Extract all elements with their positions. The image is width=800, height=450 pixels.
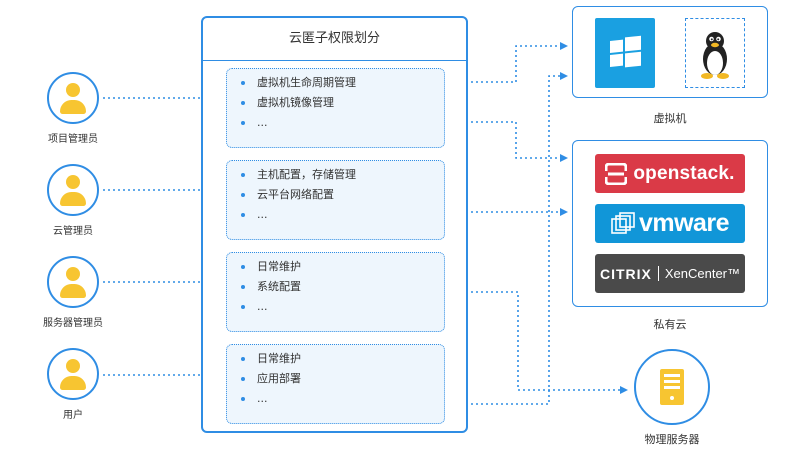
role-label: 项目管理员 (48, 134, 98, 145)
openstack-logo: openstack. (595, 154, 745, 193)
arrow-head (560, 72, 568, 80)
permission-group-vm: 虚拟机生命周期管理 虚拟机镜像管理 ... (226, 68, 445, 148)
vm-label: 虚拟机 (653, 112, 687, 125)
list-item: 日常维护 (239, 349, 444, 369)
vmware-wordmark: vmware (638, 209, 730, 237)
list-item: 系统配置 (239, 277, 444, 297)
openstack-icon (605, 162, 628, 185)
linux-icon (685, 18, 745, 88)
arrow-head (560, 208, 568, 216)
permission-group-cloud: 主机配置，存储管理 云平台网络配置 ... (226, 160, 445, 240)
arrow-head (560, 154, 568, 162)
citrix-xencenter-logo: CITRIX XenCenter™ (595, 254, 745, 293)
role-cloud-admin: 云管理员 (28, 164, 118, 237)
list-item: ... (239, 205, 444, 225)
role-project-admin: 项目管理员 (28, 72, 118, 145)
panel-title: 云匿子权限划分 (203, 18, 466, 61)
list-item: 虚拟机生命周期管理 (239, 73, 444, 93)
vmware-icon (611, 211, 635, 234)
role-server-admin: 服务器管理员 (28, 256, 118, 329)
role-label: 用户 (63, 410, 83, 421)
windows-icon (595, 18, 655, 88)
server-label: 物理服务器 (644, 433, 700, 446)
list-item: 日常维护 (239, 257, 444, 277)
user-icon (47, 164, 99, 216)
permission-group-server: 日常维护 系统配置 ... (226, 252, 445, 332)
user-icon (47, 348, 99, 400)
role-label: 服务器管理员 (43, 318, 103, 329)
xencenter-wordmark: XenCenter™ (664, 266, 741, 281)
list-item: 云平台网络配置 (239, 185, 444, 205)
divider (657, 266, 659, 281)
server-icon (634, 349, 710, 425)
user-icon (47, 72, 99, 124)
role-label: 云管理员 (53, 226, 93, 237)
vmware-logo: vmware (595, 204, 745, 243)
permission-group-user: 日常维护 应用部署 ... (226, 344, 445, 424)
openstack-wordmark: openstack. (633, 162, 735, 184)
arrow-head (620, 386, 628, 394)
list-item: ... (239, 389, 444, 409)
arrow-head (560, 42, 568, 50)
citrix-wordmark: CITRIX (599, 265, 652, 282)
list-item: ... (239, 113, 444, 133)
list-item: 主机配置，存储管理 (239, 165, 444, 185)
list-item: 虚拟机镜像管理 (239, 93, 444, 113)
private-cloud-label: 私有云 (653, 318, 687, 331)
list-item: ... (239, 297, 444, 317)
user-icon (47, 256, 99, 308)
role-user: 用户 (28, 348, 118, 421)
list-item: 应用部署 (239, 369, 444, 389)
